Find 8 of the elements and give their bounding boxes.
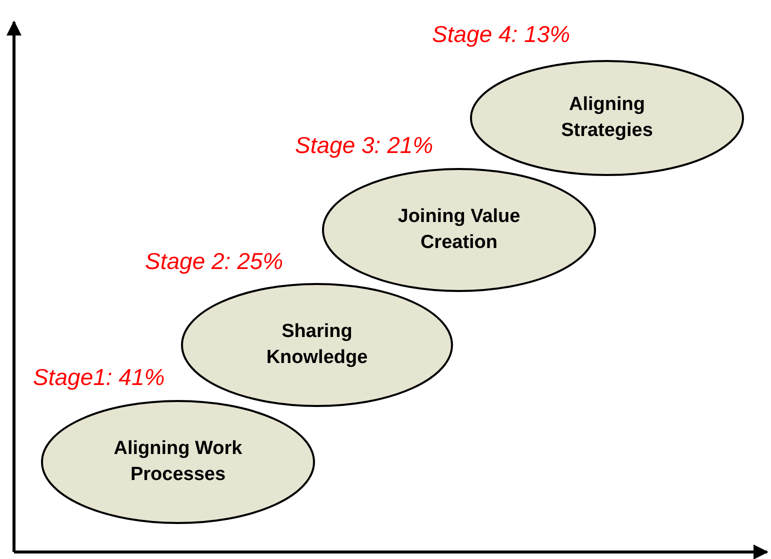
stage-name: Sharing Knowledge xyxy=(265,320,369,370)
stage-percentage: Stage 4: 13% xyxy=(432,21,570,48)
stage-percentage: Stage1: 41% xyxy=(33,364,165,391)
stage-name: Aligning Strategies xyxy=(560,93,654,143)
stage-percentage: Stage 2: 25% xyxy=(145,248,284,275)
stage-name: Aligning Work Processes xyxy=(112,437,244,487)
stage-percentage: Stage 3: 21% xyxy=(295,132,434,159)
stage-name: Joining Value Creation xyxy=(396,205,522,255)
